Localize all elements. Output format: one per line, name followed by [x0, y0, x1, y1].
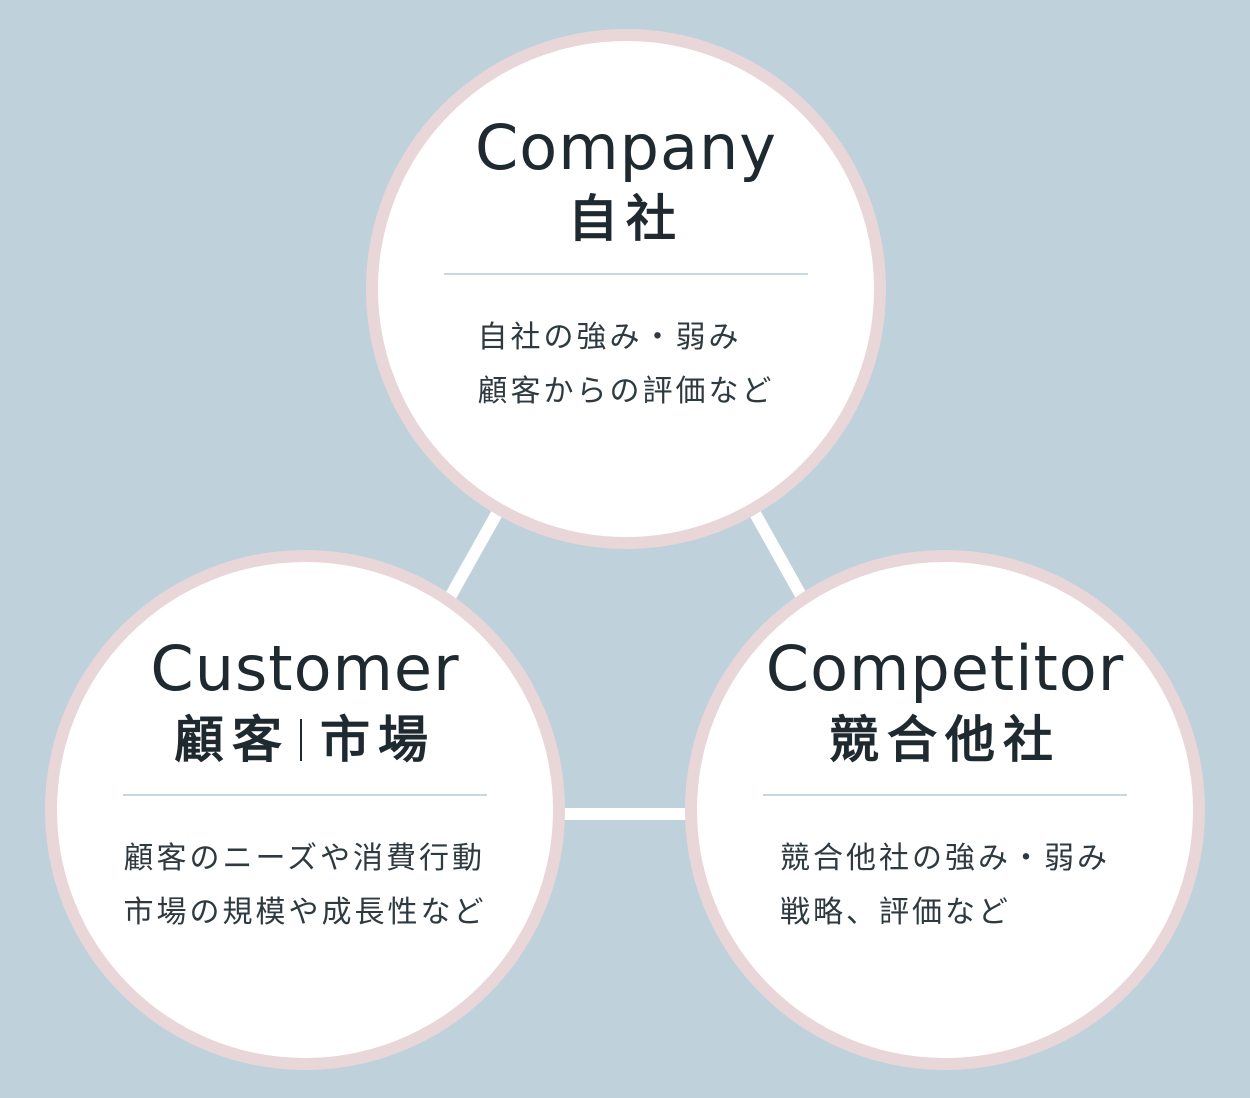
connector-company-customer [439, 505, 506, 609]
competitor-desc-line: 戦略、評価など [780, 895, 1011, 930]
company-title-ja: 自社 [568, 190, 684, 248]
competitor-description: 競合他社の強み・弱み 戦略、評価など [780, 832, 1110, 940]
connector-company-competitor [746, 505, 813, 609]
company-circle: Company 自社 自社の強み・弱み 顧客からの評価など [366, 29, 886, 549]
customer-circle: Customer 顧客市場 顧客のニーズや消費行動 市場の規模や成長性など [45, 550, 565, 1070]
customer-description: 顧客のニーズや消費行動 市場の規模や成長性など [124, 832, 487, 940]
competitor-circle: Competitor 競合他社 競合他社の強み・弱み 戦略、評価など [685, 550, 1205, 1070]
company-divider [444, 273, 808, 275]
customer-desc-line: 市場の規模や成長性など [123, 895, 487, 930]
competitor-desc-line: 競合他社の強み・弱み [780, 841, 1110, 876]
competitor-divider [763, 794, 1127, 796]
customer-title-ja: 顧客市場 [174, 708, 436, 772]
customer-title-en: Customer [150, 632, 460, 705]
company-description: 自社の強み・弱み 顧客からの評価など [478, 311, 775, 419]
title-separator [300, 719, 302, 761]
customer-divider [123, 794, 487, 796]
customer-title-ja-left: 顧客 [174, 711, 290, 769]
customer-title-ja-right: 市場 [320, 711, 436, 769]
company-desc-line: 顧客からの評価など [477, 374, 775, 409]
company-desc-line: 自社の強み・弱み [477, 320, 742, 355]
competitor-title-ja: 競合他社 [829, 711, 1061, 769]
company-title-en: Company [475, 111, 777, 184]
competitor-title-en: Competitor [765, 632, 1125, 705]
customer-desc-line: 顧客のニーズや消費行動 [123, 841, 485, 876]
